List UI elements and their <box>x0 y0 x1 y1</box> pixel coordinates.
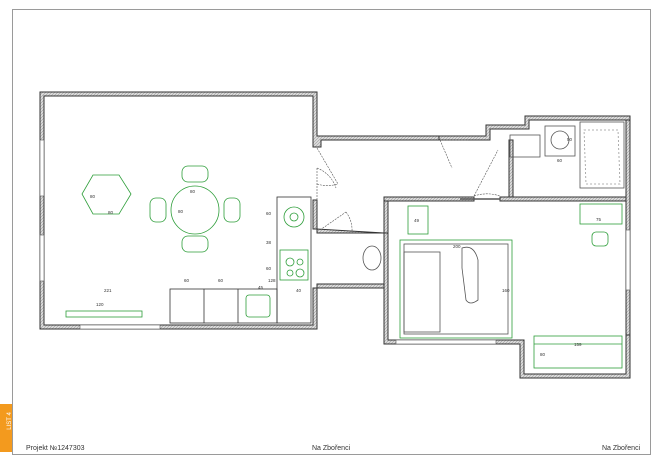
kitchen-counter-right <box>276 196 312 324</box>
dim-sofa-width: 159 <box>574 342 582 347</box>
window-right <box>625 229 631 291</box>
door-bath-2 <box>473 149 501 197</box>
window-left-2 <box>39 234 45 282</box>
shelf <box>65 310 143 318</box>
chair-top <box>181 165 209 183</box>
door-toilet <box>319 211 353 233</box>
desk <box>579 203 623 225</box>
dimension-labels: 80 80 80 80 221 120 60 60 45 128 60 38 6… <box>90 137 602 357</box>
toilet <box>362 245 382 271</box>
bed-pillow <box>403 251 441 333</box>
corridor-wall <box>316 228 389 289</box>
dim-cab-1: 60 <box>184 278 190 283</box>
stove-burner <box>283 206 305 228</box>
person-figure <box>461 246 479 304</box>
wardrobe <box>407 205 429 235</box>
page-tab-label: LIST 4 <box>6 412 13 430</box>
shower <box>579 121 625 189</box>
page-tab: LIST 4 <box>0 404 13 452</box>
dim-desk: 75 <box>596 217 602 222</box>
window-bedroom-bottom <box>395 339 497 345</box>
furniture <box>65 121 625 369</box>
dim-table-width: 80 <box>190 189 196 194</box>
dim-table-depth: 80 <box>178 209 184 214</box>
walls <box>39 91 631 379</box>
door-entry <box>316 147 339 186</box>
bathroom-right-wall <box>625 119 631 336</box>
dim-bath-sink: 60 <box>557 158 563 163</box>
dim-bed-length: 160 <box>502 288 510 293</box>
chair-right <box>223 197 241 223</box>
footer-project: Projekt №1247303 <box>26 445 85 452</box>
dim-bath-toilet: 50 <box>567 137 573 142</box>
desk-chair <box>591 231 609 247</box>
stove-burner-inner <box>289 212 299 222</box>
dim-stove-depth: 60 <box>266 211 272 216</box>
chair-bottom <box>181 235 209 253</box>
bath-wash <box>509 134 541 158</box>
footer-center: Na Zbořenci <box>312 445 351 452</box>
bed <box>399 239 513 339</box>
dim-hex-width: 80 <box>108 210 114 215</box>
dim-column-height: 38 <box>266 240 272 245</box>
living-room-wall <box>39 91 440 330</box>
kitchen-counter-bottom <box>169 288 278 324</box>
door-living <box>316 167 337 200</box>
footer-right: Na Zbořenci <box>602 445 641 452</box>
dim-counter-total: 221 <box>104 288 112 293</box>
dim-hex-height: 80 <box>90 194 96 199</box>
dim-cab-2: 60 <box>218 278 224 283</box>
bedroom-wall <box>383 196 631 379</box>
sofa <box>533 335 623 369</box>
dim-bed-width: 200 <box>453 244 461 249</box>
dim-sofa-depth: 80 <box>540 352 546 357</box>
dim-shelf-width: 120 <box>96 302 104 307</box>
dim-wardrobe: 49 <box>414 218 420 223</box>
hexagon-table <box>81 174 132 215</box>
dim-fridge-width: 40 <box>296 288 302 293</box>
dim-stove-width: 60 <box>266 266 272 271</box>
bedroom-left-wall <box>383 200 389 234</box>
windows <box>39 139 631 345</box>
dim-cab-3: 45 <box>258 285 264 290</box>
chair-left <box>149 197 167 223</box>
bath-sink <box>544 125 576 157</box>
corridor-left-wall <box>312 199 318 230</box>
bedroom-top-wall <box>499 196 627 202</box>
window-bottom <box>79 324 161 330</box>
dim-cab-4: 128 <box>268 278 276 283</box>
door-bath-1 <box>439 139 468 169</box>
bathroom-wall <box>438 115 631 141</box>
doors <box>316 139 501 233</box>
dining-table <box>170 185 220 235</box>
stove-top <box>279 249 309 281</box>
bed-mattress <box>403 243 509 335</box>
kitchen-sink <box>245 294 271 318</box>
window-left <box>39 139 45 197</box>
